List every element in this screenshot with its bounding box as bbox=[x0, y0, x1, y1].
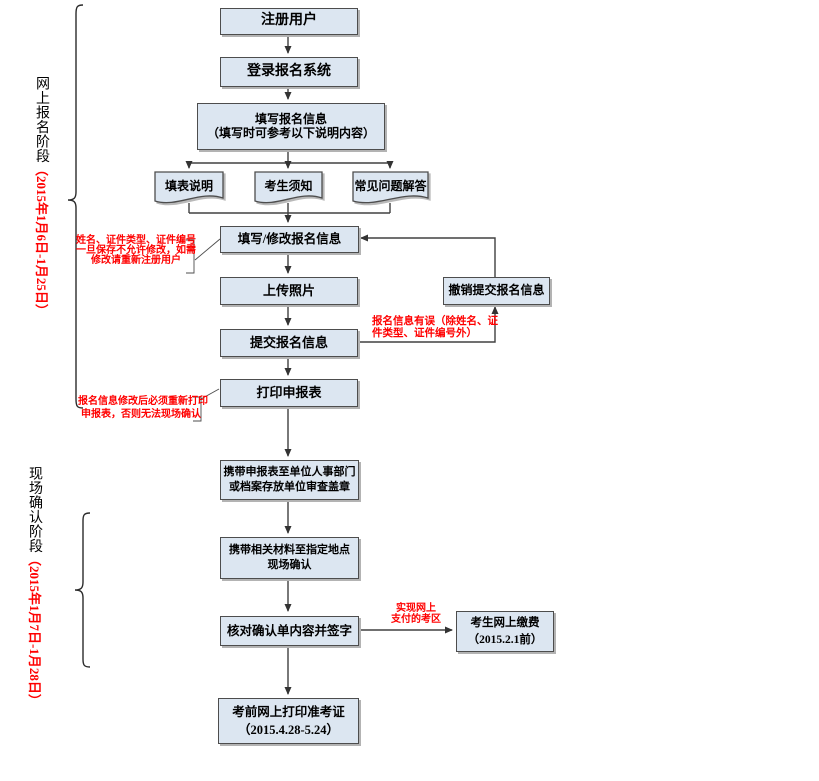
doc-form-help-label: 填表说明 bbox=[164, 178, 213, 193]
node-modify-info: 填写/修改报名信息 bbox=[220, 226, 359, 253]
annotation-reprint-line1: 报名信息修改后必须重新打印 bbox=[78, 396, 208, 407]
node-register: 注册用户 bbox=[220, 8, 358, 35]
node-upload-photo: 上传照片 bbox=[220, 277, 358, 305]
node-onsite-confirm-line2: 现场确认 bbox=[267, 559, 312, 571]
node-fill-info: 填写报名信息 （填写时可参考以下说明内容） bbox=[197, 103, 385, 150]
stage-label-online: 网上报名阶段（2015年1月6日-1月25日） bbox=[31, 76, 56, 317]
node-stamp-form: 携带申报表至单位人事部门 或档案存放单位审查盖章 bbox=[220, 460, 359, 500]
callout-line-reprint bbox=[200, 388, 220, 400]
annotation-info-error: 报名信息有误（除姓名、证 件类型、证件编号外） bbox=[372, 316, 498, 339]
document-shape-candidate-notice bbox=[254, 171, 323, 204]
callout-bracket-reprint bbox=[193, 396, 202, 422]
arrow-cancel-modify bbox=[360, 234, 496, 277]
node-print-ticket-line1: 考前网上打印准考证 bbox=[232, 704, 345, 719]
node-submit-info-label: 提交报名信息 bbox=[249, 334, 328, 350]
annotation-reprint-line2: 申报表，否则无法现场确认 bbox=[81, 408, 201, 420]
node-online-pay-line1: 考生网上缴费 bbox=[470, 617, 540, 630]
annotation-immutable-fields: 姓名、证件类型、证件编号 一旦保存不允许修改，如需 修改请重新注册用户 bbox=[76, 236, 196, 266]
node-verify-sign: 核对确认单内容并签字 bbox=[220, 616, 359, 646]
node-online-pay-line2: （2015.2.1前） bbox=[467, 633, 543, 646]
annotation-reprint-required: 报名信息修改后必须重新打印 申报表，否则无法现场确认 bbox=[78, 396, 208, 421]
node-cancel-submit: 撤销提交报名信息 bbox=[443, 277, 550, 305]
node-print-ticket-line2: （2015.4.28-5.24） bbox=[237, 723, 340, 737]
node-stamp-form-line2: 或档案存放单位审查盖章 bbox=[229, 481, 350, 493]
annotation-pay-area-line1: 实现网上 bbox=[396, 603, 436, 614]
stage-onsite-dates: （2015年1月7日-1月28日） bbox=[27, 553, 42, 707]
annotation-info-error-line1: 报名信息有误（除姓名、证 bbox=[372, 316, 498, 327]
node-cancel-submit-label: 撤销提交报名信息 bbox=[448, 283, 545, 298]
node-doc-form-help: 填表说明 bbox=[155, 174, 223, 196]
annotation-info-error-line2: 件类型、证件编号外） bbox=[372, 327, 477, 339]
node-modify-info-label: 填写/修改报名信息 bbox=[237, 232, 342, 247]
node-register-label: 注册用户 bbox=[261, 13, 317, 29]
stage-brace-onsite bbox=[74, 512, 91, 668]
stage-brace-online bbox=[67, 4, 84, 409]
document-shape-faq bbox=[352, 171, 429, 204]
node-doc-faq: 常见问题解答 bbox=[353, 174, 428, 196]
document-shape-form-help bbox=[154, 171, 224, 204]
flow-arrows bbox=[185, 33, 499, 695]
node-submit-info: 提交报名信息 bbox=[220, 329, 358, 357]
doc-faq-label: 常见问题解答 bbox=[354, 178, 427, 193]
node-fill-info-line2: （填写时可参考以下说明内容） bbox=[206, 125, 375, 140]
node-print-form-label: 打印申报表 bbox=[256, 384, 322, 400]
stage-online-name: 网上报名阶段 bbox=[34, 76, 49, 163]
annotation-immutable-line3: 修改请重新注册用户 bbox=[91, 255, 181, 266]
annotation-immutable-line2: 一旦保存不允许修改，如需 bbox=[76, 245, 196, 256]
node-fill-info-line1: 填写报名信息 bbox=[254, 111, 327, 126]
node-login-label: 登录报名系统 bbox=[247, 63, 331, 79]
node-doc-candidate-notice: 考生须知 bbox=[255, 174, 322, 196]
node-stamp-form-line1: 携带申报表至单位人事部门 bbox=[223, 466, 356, 479]
node-login: 登录报名系统 bbox=[220, 57, 358, 87]
stage-label-onsite: 现场确认阶段（2015年1月7日-1月28日） bbox=[24, 466, 49, 707]
doc-candidate-notice-label: 考生须知 bbox=[264, 178, 313, 193]
node-online-pay: 考生网上缴费 （2015.2.1前） bbox=[456, 611, 554, 652]
node-print-form: 打印申报表 bbox=[220, 379, 358, 407]
node-onsite-confirm: 携带相关材料至指定地点 现场确认 bbox=[220, 537, 359, 579]
arrow-submit-cancel bbox=[356, 306, 499, 343]
stage-online-dates: （2015年1月6日-1月25日） bbox=[34, 163, 49, 317]
node-onsite-confirm-line1: 携带相关材料至指定地点 bbox=[229, 543, 350, 556]
node-verify-sign-label: 核对确认单内容并签字 bbox=[226, 623, 352, 638]
annotation-pay-area-line2: 支付的考区 bbox=[391, 614, 441, 625]
callout-bracket-immutable bbox=[186, 239, 195, 274]
node-upload-photo-label: 上传照片 bbox=[262, 282, 315, 298]
stage-onsite-name: 现场确认阶段 bbox=[27, 466, 42, 553]
node-print-ticket: 考前网上打印准考证 （2015.4.28-5.24） bbox=[218, 698, 359, 744]
annotation-immutable-line1: 姓名、证件类型、证件编号 bbox=[76, 235, 196, 246]
callout-line-immutable bbox=[194, 238, 221, 261]
annotation-online-pay-area: 实现网上 支付的考区 bbox=[384, 603, 448, 625]
